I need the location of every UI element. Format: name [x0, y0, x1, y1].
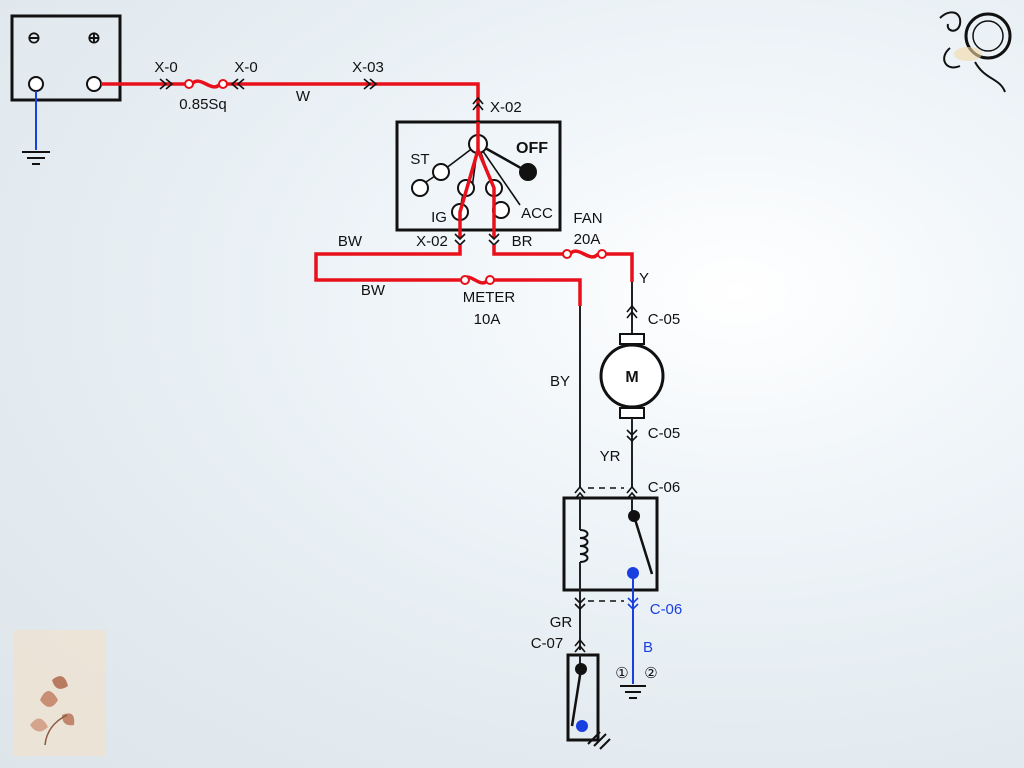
- wire-br-label: BR: [512, 233, 533, 250]
- ornament-bottom-left: [14, 630, 106, 756]
- switch-ig-label: IG: [431, 209, 447, 226]
- connector-c05-bottom-label: C-05: [648, 425, 681, 442]
- switch-off-contact: [519, 163, 537, 181]
- ignition-switch: [395, 120, 562, 238]
- fusible-link: [190, 79, 222, 89]
- wire-b-label: B: [643, 639, 653, 656]
- wire-bw-upper-label: BW: [338, 233, 363, 250]
- fan-fuse-name-label: FAN: [573, 210, 602, 227]
- relay-coil: [579, 529, 589, 563]
- switch-st-label: ST: [410, 151, 429, 168]
- battery-plus-icon: ⊕: [87, 30, 100, 47]
- fan-fuse-rating-label: 20A: [574, 231, 601, 248]
- fan-fuse: [568, 249, 600, 259]
- main-feed-wire: [101, 79, 480, 122]
- connector-x03-label: X-03: [352, 59, 384, 76]
- battery: ⊖ ⊕: [10, 14, 122, 102]
- switch-off-label: OFF: [516, 140, 548, 157]
- ornament-top-right: [939, 11, 1012, 93]
- thermo-contact-bottom: [576, 720, 588, 732]
- connector-c05-top-label: C-05: [648, 311, 681, 328]
- wire-bw-lower-label: BW: [361, 282, 386, 299]
- fan-motor: [599, 304, 665, 488]
- meter-fuse-name-label: METER: [463, 289, 516, 306]
- motor-symbol: M: [625, 369, 638, 386]
- wire-w-label: W: [296, 88, 311, 105]
- relay-contact-bottom: [627, 567, 639, 579]
- battery-negative-terminal: [28, 76, 44, 92]
- battery-positive-terminal: [86, 76, 102, 92]
- connector-c07-label: C-07: [531, 635, 564, 652]
- thermo-switch: [566, 638, 611, 750]
- connector-x0-right-label: X-0: [234, 59, 257, 76]
- connector-x02-top-label: X-02: [490, 99, 522, 116]
- connector-c06-top-label: C-06: [648, 479, 681, 496]
- battery-ground: [22, 91, 50, 165]
- relay-bottom-connectors: [574, 590, 646, 699]
- meter-fuse-rating-label: 10A: [474, 311, 501, 328]
- wire-y-label: Y: [639, 270, 649, 287]
- switch-st-contact: [411, 179, 429, 197]
- connector-x0-left-label: X-0: [154, 59, 177, 76]
- battery-minus-icon: ⊖: [27, 30, 40, 47]
- wire-yr-label: YR: [600, 448, 621, 465]
- wire-by-label: BY: [550, 373, 570, 390]
- wire-size-label: 0.85Sq: [179, 96, 227, 113]
- connector-x02-bottom-label: X-02: [416, 233, 448, 250]
- connector-chevrons-feed: [159, 78, 484, 111]
- connector-c06-bottom-label: C-06: [650, 601, 683, 618]
- wire-gr-label: GR: [550, 614, 573, 631]
- switch-acc-label: ACC: [521, 205, 553, 222]
- fan-relay: [562, 485, 659, 592]
- ground-point-one: ①: [615, 665, 628, 682]
- acc-branch-wire: [492, 245, 634, 334]
- ig-branch-wire: [314, 245, 582, 488]
- ground-point-two: ②: [644, 665, 657, 682]
